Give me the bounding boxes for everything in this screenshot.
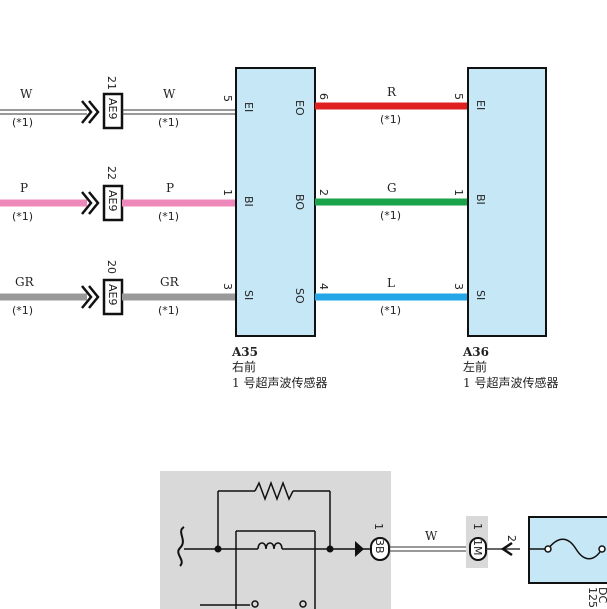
fuse-icon [547,538,603,560]
a36-term-bi: BI [474,194,487,205]
pin-number-a35-in-2: 1 [221,189,234,196]
a35-term-eo: EO [293,100,306,116]
a35-name: 1 号超声波传感器 [232,375,327,390]
a36-pin-in-2: 1 [452,189,465,196]
a36-code: A36 [462,345,489,359]
wire-color-right-3: GR [160,275,180,289]
a35-term-so: SO [293,288,306,304]
relay-panel [160,471,391,609]
wire-color-right-2: P [166,181,174,195]
connector-label-2: AE9 [106,190,119,211]
connector-pin-3: 20 [105,260,118,274]
wire-note-right-3: (*1) [158,304,179,317]
mid-wire-note-2: (*1) [380,209,401,222]
a35-position: 右前 [232,359,256,374]
pin-number-a35-in-1: 5 [221,95,234,102]
connector-chevron-icon [88,285,100,309]
connector-chevron-icon [81,285,93,309]
connector-pin-2: 22 [105,166,118,180]
mid-wire-color-2: G [387,181,397,195]
a35-term-si: SI [242,290,255,300]
component-a36-box [467,67,547,337]
a36-pin-in-1: 5 [452,93,465,100]
mid-wire-note-1: (*1) [380,113,401,126]
left-wire-row-2: P (*1) AE9 22 P (*1) 1 [0,166,236,223]
a36-term-ei: EI [474,100,487,110]
pin-number-a35-in-3: 3 [221,283,234,290]
connector-chevron-icon [88,100,100,124]
wire-color-right-1: W [163,87,176,101]
fuse-box [528,516,607,584]
junction-dot [214,545,222,553]
connector-label-3: AE9 [106,284,119,305]
connector-chevron-icon [81,100,93,124]
wire-note-left-3: (*1) [12,304,33,317]
a35-pin-out-3: 4 [317,283,330,290]
connector-chevron-icon [88,191,100,215]
a35-term-ei: EI [242,102,255,112]
wire-note-right-2: (*1) [158,210,179,223]
connector-box-ae9-1 [102,92,124,130]
mid-wire-row-2: 2 G (*1) 1 [315,181,468,222]
connector-3b-pin: 1 [372,523,385,530]
component-a35-box [235,67,316,337]
a35-pin-out-2: 2 [317,189,330,196]
a36-pin-in-3: 3 [452,283,465,290]
wire-color-left-3: GR [15,275,35,289]
wire-note-left-2: (*1) [12,210,33,223]
mid-wire-row-3: 4 L (*1) 3 [315,276,468,317]
a36-name: 1 号超声波传感器 [463,375,558,390]
connector-pin-1: 21 [105,76,118,90]
connector-chevron-icon [81,191,93,215]
connector-1m-label: 1M [471,539,484,556]
a35-term-bo: BO [293,194,306,210]
fuse-terminal [544,545,552,553]
arrow-right-icon [355,541,364,557]
wire-note-right-1: (*1) [158,116,179,129]
mid-wire-color-3: L [387,276,395,290]
fuse-edge-text-1: 125 [586,587,599,608]
connector-3b [370,537,390,561]
connector-3b-label: 3B [373,539,386,554]
left-wire-row-3: GR (*1) AE9 20 GR (*1) 3 [0,260,236,317]
connector-chevron-left-icon [500,541,513,557]
mid-wire-row-1: 6 R (*1) 5 [315,85,468,126]
a35-term-bi: BI [242,196,255,207]
connector-right-pin: 2 [505,535,518,542]
connector-label-1: AE9 [106,98,119,119]
fuse-terminal [598,545,606,553]
fuse-edge-text-2: DC [596,587,607,603]
mid-wire-color-1: R [387,85,397,99]
bottom-wire-color: W [425,529,438,543]
wire-note-left-1: (*1) [12,116,33,129]
wire-color-left-2: P [20,181,28,195]
junction-dot [326,545,334,553]
a36-term-si: SI [474,290,487,300]
a36-position: 左前 [463,359,487,374]
wire-color-left-1: W [20,87,33,101]
mid-wire-note-3: (*1) [380,304,401,317]
left-wire-row-1: W (*1) AE9 21 W (*1) 5 [0,76,236,130]
a35-pin-out-1: 6 [317,93,330,100]
a35-code: A35 [231,345,258,359]
connector-1m-pin: 1 [471,523,484,530]
relay-circuit [177,480,372,609]
